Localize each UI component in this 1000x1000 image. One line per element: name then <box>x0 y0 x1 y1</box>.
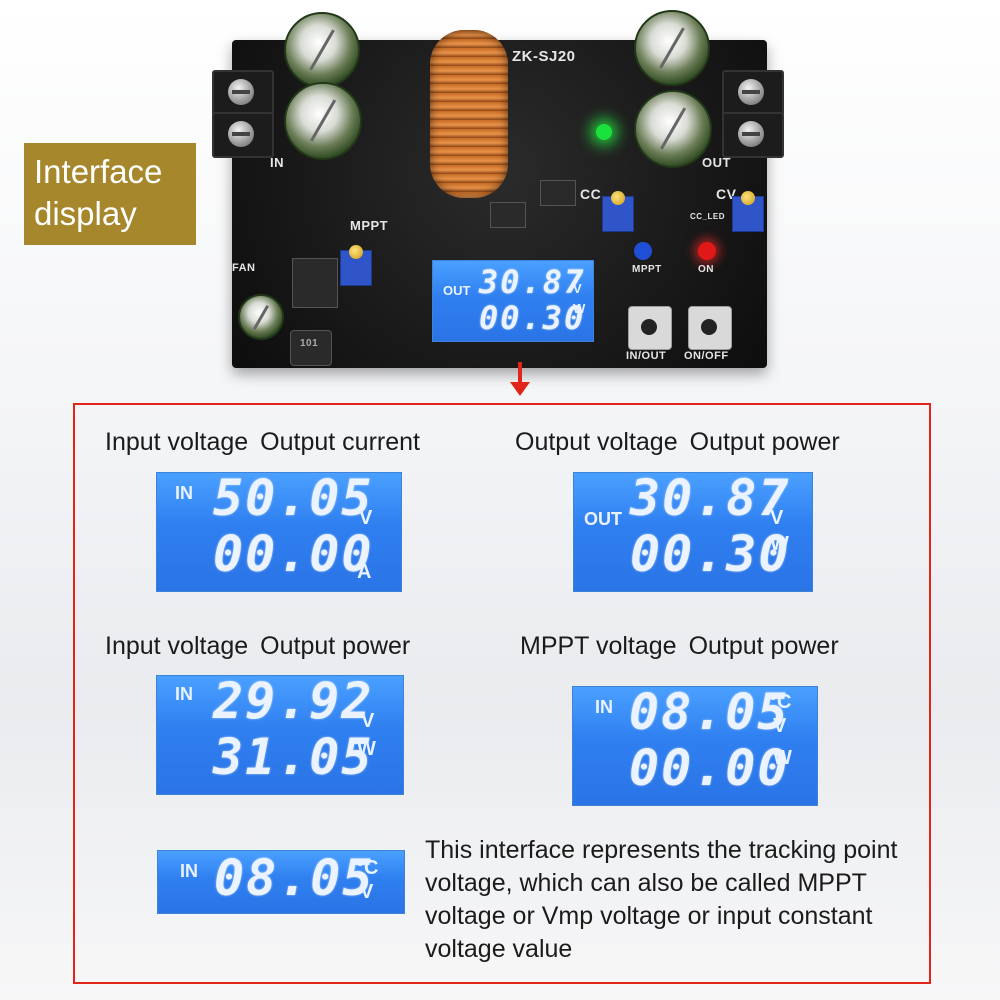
cv-potentiometer[interactable] <box>732 191 764 232</box>
display-examples-frame <box>73 403 931 984</box>
cv-label: CV <box>716 186 737 202</box>
input-terminal-top <box>212 70 274 116</box>
model-label: ZK-SJ20 <box>512 48 576 65</box>
lcd-line-1: 30.87 <box>630 469 791 527</box>
screw <box>738 121 764 147</box>
input-capacitor <box>284 12 360 88</box>
caption-b: Output power <box>688 632 839 660</box>
panel-3-lcd: IN 29.92 V 31.05 W <box>156 672 404 795</box>
mppt-led-label: MPPT <box>632 264 662 275</box>
in-label: IN <box>270 155 284 170</box>
lcd-unit-1: V <box>773 715 787 737</box>
lcd-unit-1: V <box>360 881 374 903</box>
lcd-unit-1: V <box>361 710 375 732</box>
label-line-2: display <box>34 195 137 232</box>
screw <box>738 79 764 105</box>
out-label: OUT <box>702 155 731 170</box>
panel-4-caption: MPPT voltage Output power <box>520 632 851 661</box>
panel-1-lcd: IN 50.05 V 00.00 A <box>156 469 402 592</box>
panel-3-caption: Input voltage Output power <box>105 632 422 661</box>
lcd-line-2: 00.00 <box>213 525 374 583</box>
output-capacitor <box>634 10 710 86</box>
on-off-button-label: ON/OFF <box>684 350 729 362</box>
lcd-tag: IN <box>595 697 613 717</box>
panel-2-caption: Output voltage Output power <box>515 428 852 457</box>
input-capacitor <box>284 82 362 160</box>
cc-label: CC <box>580 186 602 202</box>
mppt-label: MPPT <box>350 218 389 233</box>
lcd-line-2: 00.30 <box>630 525 791 583</box>
lcd-unit-1a: °C <box>769 691 792 713</box>
pointer-arrow-line <box>518 362 522 384</box>
mppt-led <box>634 242 652 260</box>
cc-led-label: CC_LED <box>690 212 726 221</box>
down-arrow-icon <box>510 382 530 396</box>
caption-a: Output voltage <box>515 428 678 456</box>
mppt-potentiometer[interactable] <box>340 245 372 286</box>
input-terminal-bottom <box>212 112 274 158</box>
lcd-line-2: 00.00 <box>629 739 790 797</box>
mosfet <box>490 202 526 228</box>
panel-4-lcd: IN 08.05 °C V 00.00 W <box>572 683 818 806</box>
converter-board: 101 ZK-SJ20 IN OUT CC CV MPPT FAN CC_LED… <box>212 10 784 368</box>
lcd-tag: OUT <box>584 509 622 529</box>
lcd-line-1: 08.05 <box>629 683 790 741</box>
panel-5-lcd: IN 08.05 °C V <box>157 849 405 914</box>
lcd-unit-2: W <box>357 738 376 760</box>
output-terminal-bottom <box>722 112 784 158</box>
caption-a: Input voltage <box>105 632 249 660</box>
coil-label: 101 <box>300 338 319 349</box>
mppt-description: This interface represents the tracking p… <box>425 836 898 963</box>
in-out-button-label: IN/OUT <box>626 350 667 362</box>
lcd-line-1: 30.87 <box>479 263 586 301</box>
fan-label: FAN <box>232 262 256 274</box>
lcd-unit-1: V <box>359 507 373 529</box>
lcd-unit-2: W <box>770 533 789 555</box>
lcd-line-1: 08.05 <box>214 849 375 907</box>
mosfet <box>540 180 576 206</box>
panel-2-lcd: OUT 30.87 V 00.30 W <box>573 469 813 592</box>
lcd-unit-1: V <box>573 281 582 296</box>
lcd-tag: IN <box>175 483 193 503</box>
interface-display-label: Interface display <box>24 143 196 245</box>
lcd-tag: IN <box>175 684 193 704</box>
label-line-1: Interface <box>34 153 163 190</box>
caption-b: Output current <box>260 428 420 456</box>
lcd-unit-2: A <box>357 561 372 583</box>
lcd-tag: IN <box>180 861 198 881</box>
lcd-line-2: 31.05 <box>213 728 374 786</box>
screw <box>228 121 254 147</box>
cc-potentiometer[interactable] <box>602 191 634 232</box>
status-led <box>596 124 612 140</box>
small-capacitor <box>238 294 284 340</box>
regulator-chip <box>292 258 338 308</box>
output-terminal-top <box>722 70 784 116</box>
caption-a: MPPT voltage <box>520 632 677 660</box>
lcd-line-1: 29.92 <box>213 672 374 730</box>
on-off-button[interactable] <box>688 306 732 350</box>
on-led <box>698 242 716 260</box>
lcd-line-1: 50.05 <box>213 469 374 527</box>
lcd-line-2: 00.30 <box>479 299 586 337</box>
caption-a: Input voltage <box>105 428 249 456</box>
lcd-unit-2: W <box>573 301 586 316</box>
caption-b: Output power <box>689 428 840 456</box>
lcd-unit-1: V <box>770 507 784 529</box>
in-out-button[interactable] <box>628 306 672 350</box>
panel-1-caption: Input voltage Output current <box>105 428 432 457</box>
toroid-inductor-coil <box>430 30 508 198</box>
lcd-unit-2: W <box>773 747 792 769</box>
on-led-label: ON <box>698 264 714 275</box>
lcd-unit-1a: °C <box>356 857 379 879</box>
lcd-tag: OUT <box>443 283 471 298</box>
output-capacitor <box>634 90 712 168</box>
screw <box>228 79 254 105</box>
inductor-block <box>290 330 332 366</box>
board-lcd-screen: OUT 30.87 V 00.30 W <box>432 260 594 342</box>
caption-b: Output power <box>260 632 411 660</box>
